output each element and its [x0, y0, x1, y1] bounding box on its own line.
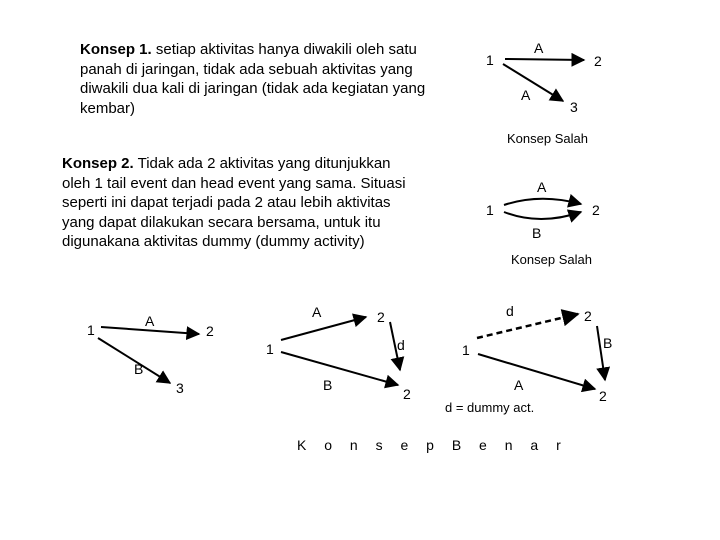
- d4-arrow-1-2top: [280, 313, 368, 341]
- d2-node-1: 1: [486, 202, 494, 218]
- d2-node-2: 2: [592, 202, 600, 218]
- concept1-heading: Konsep 1.: [80, 41, 152, 58]
- d4-node-1: 1: [266, 341, 274, 357]
- d1-arrow-1-2: [504, 52, 586, 67]
- d3-activity-b: B: [134, 361, 143, 377]
- d1-node-3: 3: [570, 99, 578, 115]
- d1-node-2: 2: [594, 53, 602, 69]
- d4-node-2-top: 2: [377, 309, 385, 325]
- d2-arrow-a: [503, 193, 583, 208]
- d2-arrow-b: [503, 209, 583, 223]
- diagram-concept1-correct: 1 2 3 A B: [87, 313, 214, 396]
- d3-node-3: 3: [176, 380, 184, 396]
- d1-node-1: 1: [486, 52, 494, 68]
- concept2-heading: Konsep 2.: [62, 155, 134, 172]
- d1-arrow-1-3: [502, 63, 565, 102]
- d3-activity-a: A: [145, 313, 155, 329]
- d3-node-1: 1: [87, 322, 95, 338]
- d2-caption: Konsep Salah: [511, 252, 592, 267]
- d5-dummy-d: [476, 309, 580, 340]
- d1-activity-a-top: A: [534, 40, 544, 56]
- d5-node-2-bottom: 2: [599, 388, 607, 404]
- d5-activity-a: A: [514, 377, 524, 393]
- d5-note: d = dummy act.: [445, 400, 534, 415]
- concept1-text: setiap aktivitas hanya diwakili oleh sat…: [80, 41, 426, 117]
- d5-activity-d: d: [506, 303, 514, 319]
- d3-arrow-1-2: [100, 326, 201, 341]
- diagram-correct: 1 2 2 A B d K o n s e p B e n a r: [266, 304, 568, 453]
- d4-activity-d: d: [397, 337, 405, 353]
- d4-arrow-1-2bottom: [280, 351, 400, 389]
- d4-activity-b: B: [323, 377, 332, 393]
- d5-node-1: 1: [462, 342, 470, 358]
- d5-activity-b: B: [603, 335, 612, 351]
- diagram-wrong-duplicate: 1 2 3 A A Konsep Salah: [486, 40, 602, 146]
- d1-caption: Konsep Salah: [507, 131, 588, 146]
- d4-activity-a: A: [312, 304, 322, 320]
- d4-node-2-bottom: 2: [403, 386, 411, 402]
- d4-caption: K o n s e p B e n a r: [297, 437, 568, 453]
- concept1-paragraph: Konsep 1. setiap aktivitas hanya diwakil…: [80, 40, 435, 118]
- d4-dummy-d: [389, 321, 405, 372]
- d3-node-2: 2: [206, 323, 214, 339]
- diagram-dummy: 1 2 2 d B A d = dummy act.: [445, 303, 612, 415]
- concept2-paragraph: Konsep 2. Tidak ada 2 aktivitas yang dit…: [62, 154, 422, 252]
- d5-arrow-a: [477, 353, 597, 393]
- d1-activity-a-bottom: A: [521, 87, 531, 103]
- d5-node-2-top: 2: [584, 308, 592, 324]
- d5-arrow-b: [596, 325, 611, 382]
- concept2-text: Tidak ada 2 aktivitas yang ditunjukkan o…: [62, 155, 406, 250]
- d3-arrow-1-3: [97, 337, 172, 384]
- d2-activity-b: B: [532, 225, 541, 241]
- diagram-wrong-parallel: 1 2 A B Konsep Salah: [486, 179, 600, 267]
- d2-activity-a: A: [537, 179, 547, 195]
